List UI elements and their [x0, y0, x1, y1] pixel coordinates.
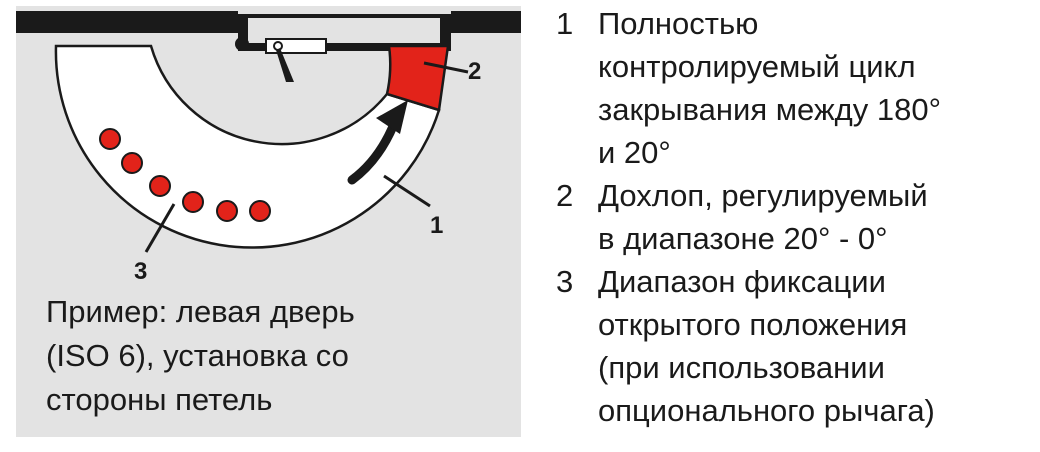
- hold-open-dot: [182, 191, 204, 213]
- callout-leader-3: [144, 203, 176, 253]
- closing-direction-arrowhead: [376, 100, 408, 134]
- hold-open-dot: [149, 175, 171, 197]
- closing-direction-arrow: [347, 119, 399, 185]
- legend-number: 2: [556, 178, 574, 213]
- door-closer-diagram: 1 2 3: [16, 11, 521, 285]
- legend-line: (при использовании: [598, 350, 885, 385]
- hold-open-dot: [216, 200, 238, 222]
- closer-arm: [276, 48, 294, 82]
- legend-line: Дохлоп, регулируемый: [598, 178, 928, 213]
- legend-line: в диапазоне 20° - 0°: [598, 221, 888, 256]
- hold-open-dot: [99, 128, 121, 150]
- hold-open-dot: [121, 152, 143, 174]
- legend-list: 1 Полностью контролируемый цикл закрыван…: [556, 2, 1040, 432]
- latch-zone: [385, 44, 450, 112]
- frame-bar-left: [16, 11, 238, 33]
- legend-line: открытого положения: [598, 307, 908, 342]
- caption-line: стороны петель: [46, 382, 273, 417]
- legend-item-3: 3 Диапазон фиксации открытого положения …: [556, 260, 1040, 432]
- callout-leader-1: [383, 174, 431, 208]
- diagram-panel: 1 2 3 Пример: левая дверь (ISO 6), устан…: [16, 6, 521, 437]
- legend-line: Полностью: [598, 6, 759, 41]
- legend-item-2: 2 Дохлоп, регулируемый в диапазоне 20° -…: [556, 174, 1040, 260]
- frame-bar-right: [451, 11, 521, 33]
- callout-leader-2: [423, 61, 469, 74]
- legend-line: контролируемый цикл: [598, 49, 916, 84]
- legend-item-1: 1 Полностью контролируемый цикл закрыван…: [556, 2, 1040, 174]
- legend-line: и 20°: [598, 135, 671, 170]
- legend-number: 1: [556, 6, 574, 41]
- caption-line: Пример: левая дверь: [46, 294, 355, 329]
- callout-label-2: 2: [468, 58, 481, 85]
- example-caption: Пример: левая дверь (ISO 6), установка с…: [46, 290, 506, 422]
- legend-line: закрывания между 180°: [598, 92, 941, 127]
- hold-open-dot: [249, 200, 271, 222]
- swing-arc-band: [54, 44, 441, 249]
- caption-line: (ISO 6), установка со: [46, 338, 349, 373]
- legend-number: 3: [556, 264, 574, 299]
- callout-label-3: 3: [134, 258, 147, 285]
- legend-line: Диапазон фиксации: [598, 264, 886, 299]
- callout-label-1: 1: [430, 212, 443, 239]
- hinge-point: [235, 37, 249, 51]
- arm-pivot: [273, 41, 283, 51]
- legend-line: опционального рычага): [598, 393, 935, 428]
